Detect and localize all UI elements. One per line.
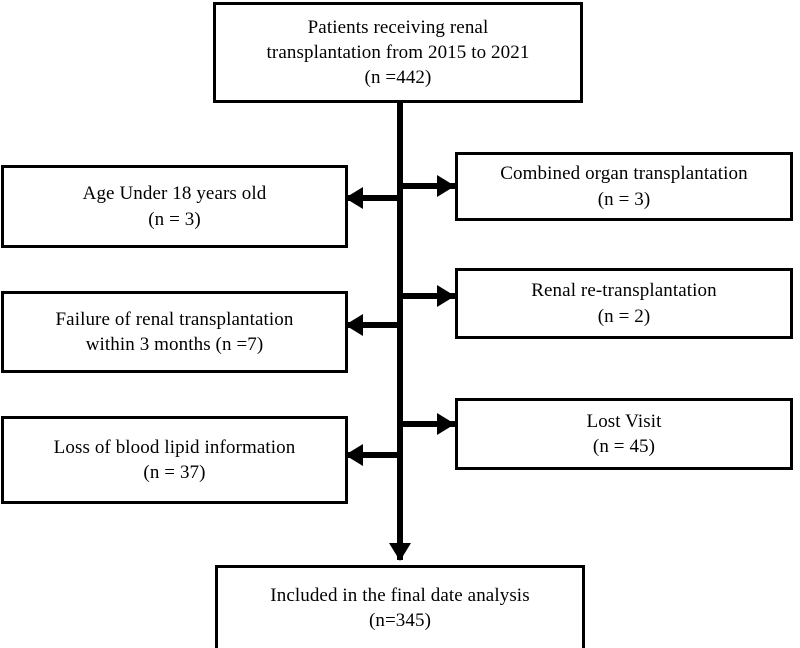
node-final-analysis: Included in the final date analysis (n=3… <box>215 565 585 648</box>
node-renal-re-transplantation-label: Renal re-transplantation <box>531 280 717 302</box>
arrowhead-left-failure <box>345 314 363 336</box>
node-age-under-18: Age Under 18 years old (n = 3) <box>1 165 348 248</box>
main-trunk-line <box>397 103 403 560</box>
connector-right-lost-visit <box>400 421 457 427</box>
node-final-analysis-label: Included in the final date analysis <box>270 584 530 606</box>
connector-right-re-transplantation <box>400 293 457 299</box>
node-source-population: Patients receiving renal transplantation… <box>213 2 583 103</box>
connector-right-combined-organ <box>400 183 457 189</box>
arrowhead-left-age-under-18 <box>345 187 363 209</box>
node-failure-line-2: within 3 months (n =7) <box>85 334 264 355</box>
node-source-count: (n =442) <box>364 67 432 89</box>
node-combined-organ-count: (n = 3) <box>597 188 651 210</box>
node-loss-blood-lipid-information: Loss of blood lipid information (n = 37) <box>1 416 348 504</box>
connector-left-age-under-18 <box>345 195 403 201</box>
node-age-under-18-label: Age Under 18 years old <box>82 183 267 205</box>
node-renal-re-transplantation-count: (n = 2) <box>597 305 651 327</box>
node-lost-visit-label: Lost Visit <box>586 410 662 432</box>
arrowhead-right-re-transplantation <box>437 285 455 307</box>
node-loss-blood-lipid-label: Loss of blood lipid information <box>53 436 296 458</box>
arrowhead-right-combined-organ <box>437 175 455 197</box>
node-source-line-2: transplantation from 2015 to 2021 <box>266 41 530 63</box>
node-failure-line-1: Failure of renal transplantation <box>55 308 294 330</box>
node-failure-within-3-months: Failure of renal transplantation within … <box>1 291 348 373</box>
node-combined-organ-transplantation: Combined organ transplantation (n = 3) <box>455 152 793 221</box>
connector-left-loss-blood-lipid <box>345 452 403 458</box>
arrowhead-down-final <box>389 543 411 561</box>
arrowhead-right-lost-visit <box>437 413 455 435</box>
arrowhead-left-loss-blood-lipid <box>345 444 363 466</box>
connector-left-failure <box>345 322 403 328</box>
node-age-under-18-count: (n = 3) <box>148 208 201 230</box>
node-lost-visit-count: (n = 45) <box>592 436 656 457</box>
node-lost-visit: Lost Visit (n = 45) <box>455 398 793 470</box>
node-final-analysis-count: (n=345) <box>368 610 432 631</box>
node-source-line-1: Patients receiving renal <box>307 16 489 38</box>
node-combined-organ-label: Combined organ transplantation <box>500 163 748 185</box>
node-loss-blood-lipid-count: (n = 37) <box>143 462 206 483</box>
node-renal-re-transplantation: Renal re-transplantation (n = 2) <box>455 268 793 339</box>
